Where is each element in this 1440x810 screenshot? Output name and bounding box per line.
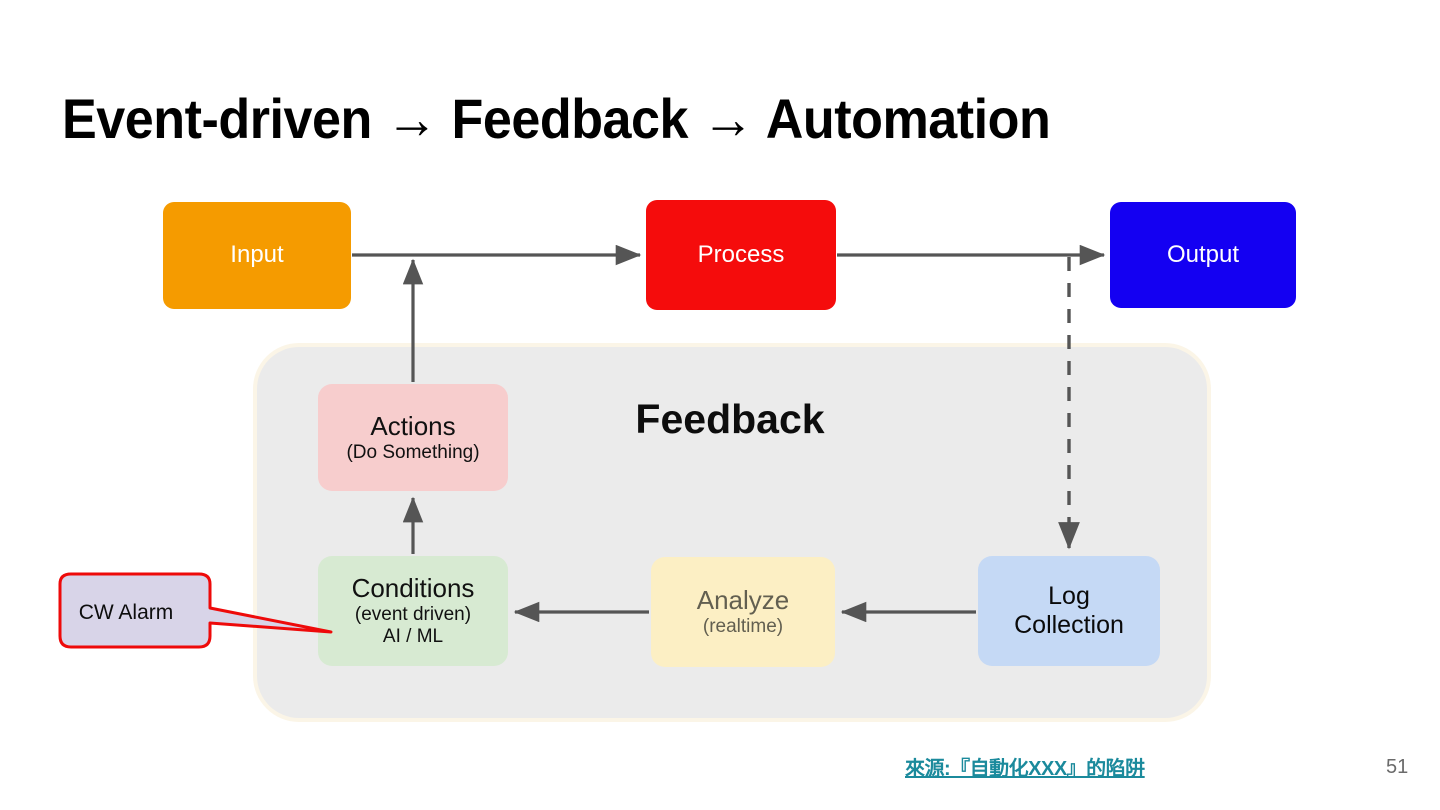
- node-log-collection-subtitle: Collection: [1014, 611, 1124, 639]
- node-input-label: Input: [230, 241, 284, 269]
- feedback-panel-label: Feedback: [635, 396, 825, 442]
- node-process[interactable]: Process: [646, 200, 836, 310]
- page-number: 51: [1386, 756, 1409, 778]
- node-conditions[interactable]: Conditions (event driven) AI / ML: [318, 556, 508, 666]
- source-link[interactable]: 來源:『自動化XXX』的陷阱: [905, 758, 1145, 780]
- node-analyze-title: Analyze: [696, 585, 790, 616]
- cw-alarm-label: CW Alarm: [78, 601, 174, 624]
- node-conditions-detail: AI / ML: [382, 626, 444, 648]
- node-output[interactable]: Output: [1110, 202, 1296, 308]
- node-actions-subtitle: (Do Something): [346, 441, 480, 463]
- page-title: Event-driven → Feedback → Automation: [62, 87, 1051, 150]
- node-conditions-subtitle: (event driven): [354, 603, 472, 625]
- node-output-label: Output: [1166, 240, 1240, 268]
- node-conditions-title: Conditions: [351, 573, 475, 604]
- node-log-collection[interactable]: Log Collection: [978, 556, 1160, 666]
- node-process-label: Process: [697, 240, 785, 268]
- node-analyze-subtitle: (realtime): [702, 616, 784, 638]
- node-input[interactable]: Input: [163, 202, 351, 309]
- cw-alarm-callout-shape: [58, 572, 333, 649]
- node-actions-title: Actions: [370, 410, 456, 441]
- node-log-collection-title: Log: [1048, 581, 1090, 610]
- node-analyze[interactable]: Analyze (realtime): [651, 557, 835, 667]
- node-actions[interactable]: Actions (Do Something): [318, 384, 508, 491]
